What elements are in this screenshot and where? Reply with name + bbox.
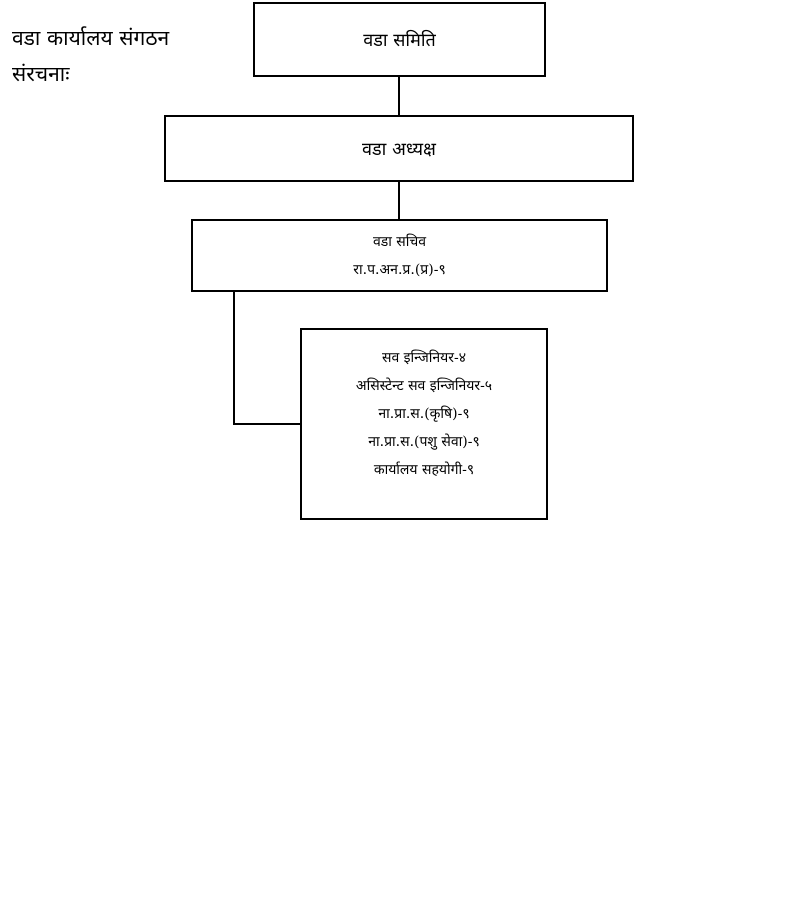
node-ward-secretary: वडा सचिव रा.प.अन.प्र.(प्र)-९ xyxy=(191,219,608,292)
staff-item: ना.प्रा.स.(कृषि)-९ xyxy=(378,406,470,422)
connector-secretary-down xyxy=(233,292,235,425)
connector-committee-chair xyxy=(398,77,400,115)
staff-item: ना.प्रा.स.(पशु सेवा)-९ xyxy=(368,434,480,450)
node-ward-committee: वडा समिति xyxy=(253,2,546,77)
heading-line-1: वडा कार्यालय संगठन xyxy=(12,26,170,50)
heading-line-2: संरचनाः xyxy=(12,62,70,86)
node-ward-secretary-grade: रा.प.अन.प्र.(प्र)-९ xyxy=(353,261,446,278)
staff-item: कार्यालय सहयोगी-९ xyxy=(373,462,475,478)
node-ward-chair: वडा अध्यक्ष xyxy=(164,115,634,182)
staff-item: सव इन्जिनियर-४ xyxy=(381,350,466,366)
node-ward-chair-label: वडा अध्यक्ष xyxy=(362,138,436,160)
node-staff: सव इन्जिनियर-४ असिस्टेन्ट सव इन्जिनियर-५… xyxy=(300,328,548,520)
node-ward-committee-label: वडा समिति xyxy=(363,29,436,51)
connector-to-staff xyxy=(233,423,300,425)
diagram-heading: वडा कार्यालय संगठन संरचनाः xyxy=(12,20,212,92)
connector-chair-secretary xyxy=(398,182,400,219)
node-ward-secretary-title: वडा सचिव xyxy=(372,233,427,250)
staff-item: असिस्टेन्ट सव इन्जिनियर-५ xyxy=(355,378,493,394)
